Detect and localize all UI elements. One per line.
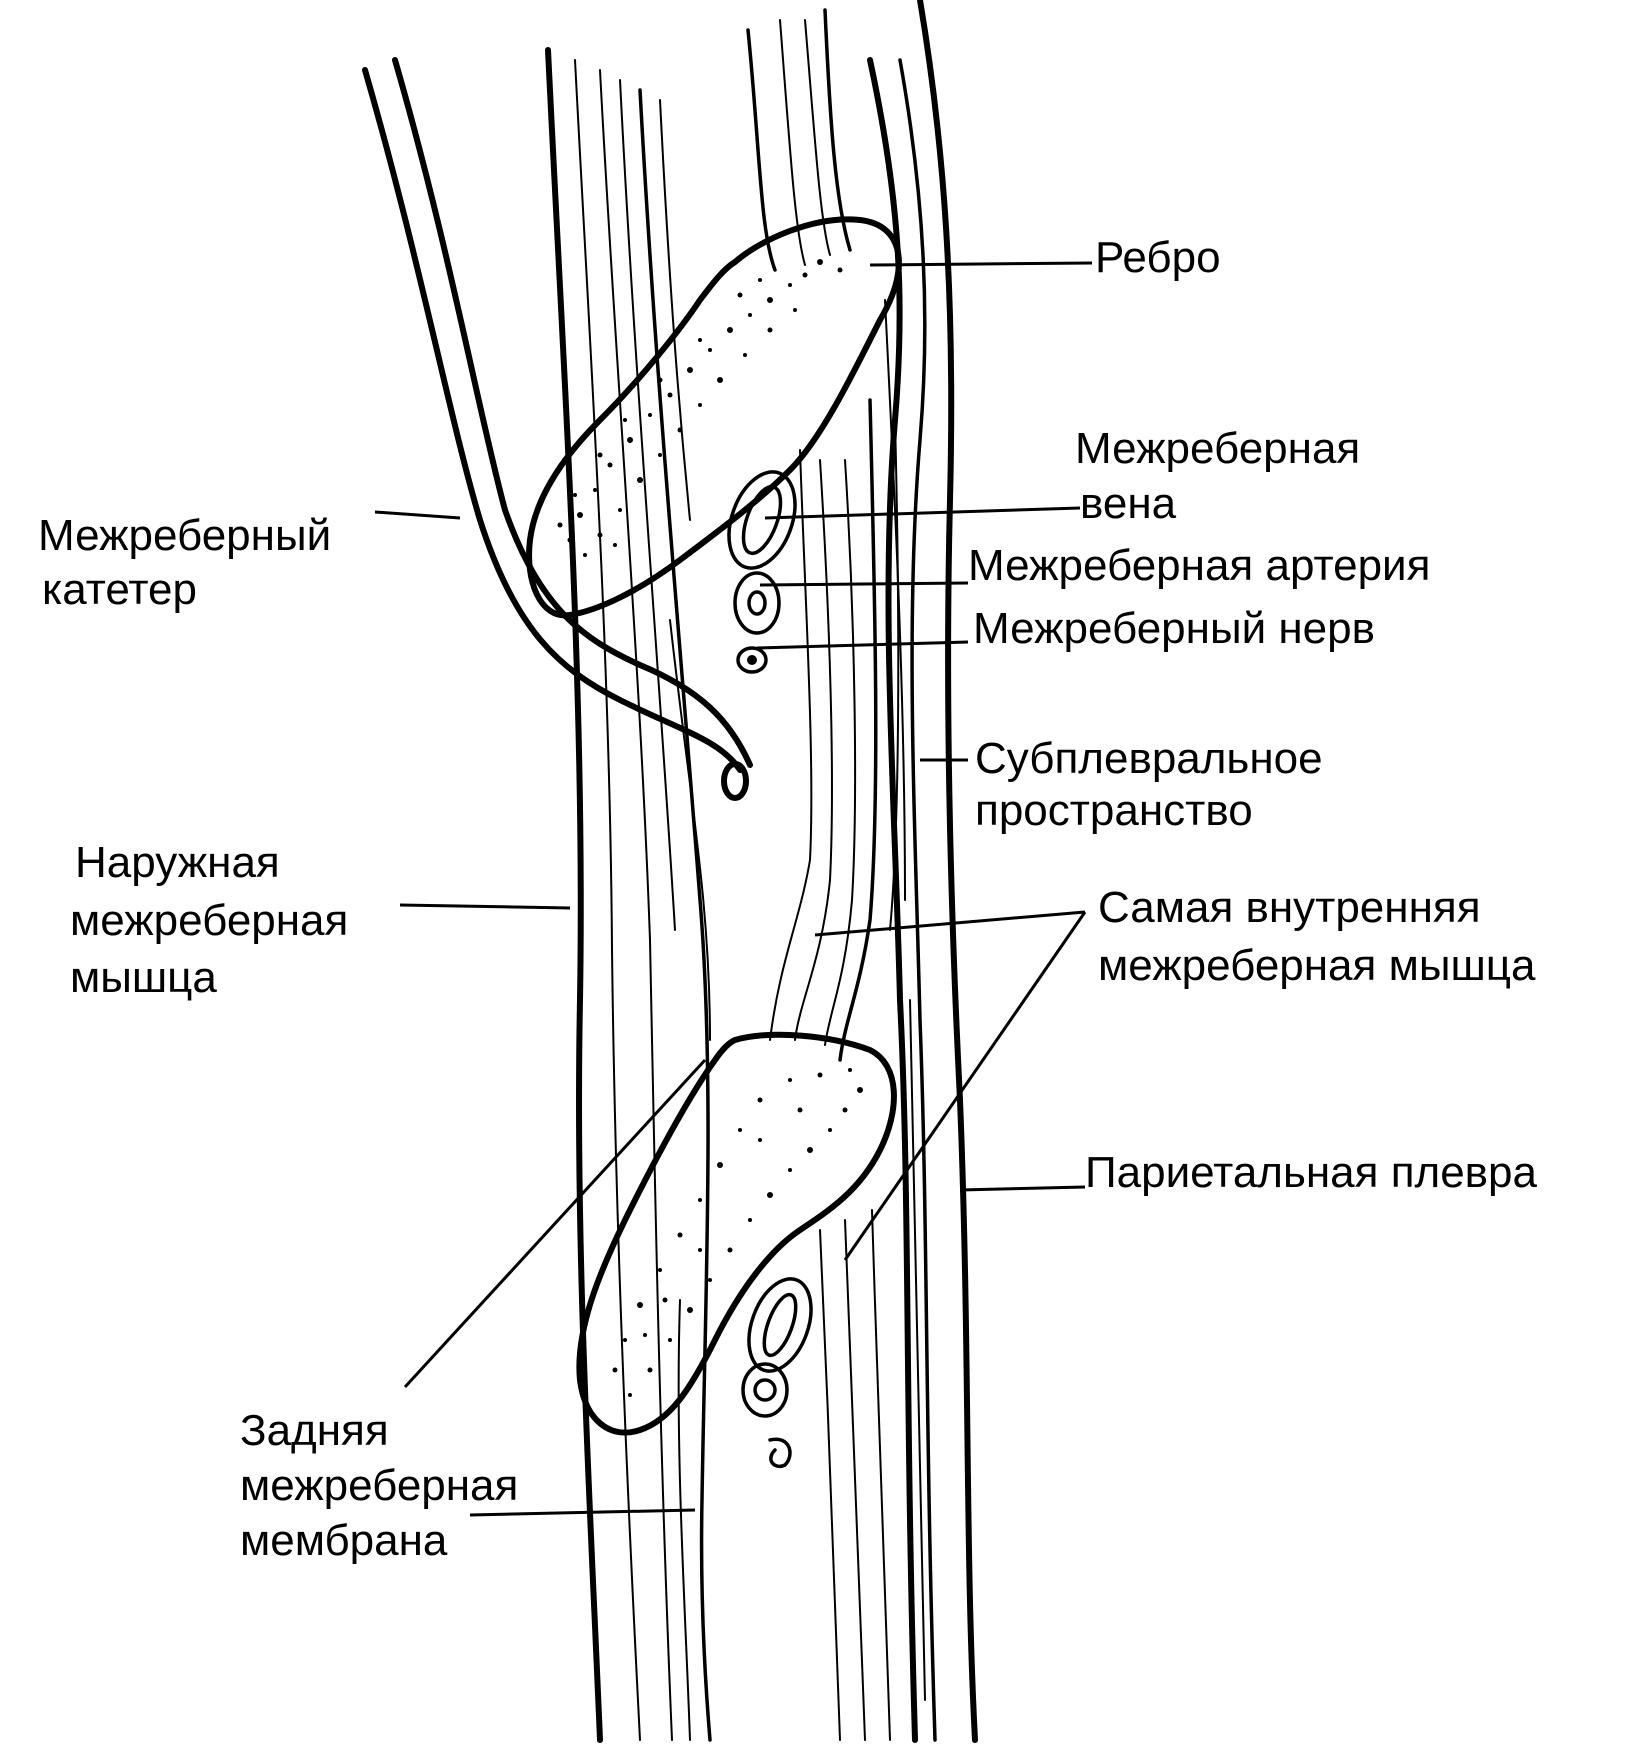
parietal-pleura [917,0,978,1743]
label-external-line1: Наружная [75,838,280,887]
label-catheter-line1: Межреберный [38,511,331,560]
label-nerve: Межреберный нерв [973,604,1375,653]
lower-neurovascular-bundle [741,1277,813,1468]
label-innermost-line1: Самая внутренняя [1098,883,1481,932]
label-membrane-line2: межреберная [240,1461,518,1510]
subpleural-space [867,57,937,1743]
rib-stipple [557,259,843,557]
label-vein-line2: вена [1080,479,1177,528]
leader-lines [374,261,1093,1517]
upper-rib [526,216,902,619]
label-membrane-line1: Задняя [240,1406,389,1455]
label-catheter-line2: катетер [42,565,197,614]
intercostal-catheter [362,57,753,801]
label-external-line2: межреберная [70,896,348,945]
intercostal-vein [727,470,797,570]
lower-rib [576,1031,897,1436]
rib-stipple [612,1068,863,1397]
label-membrane-line3: мембрана [240,1516,448,1565]
external-intercostal-muscle [545,47,712,1743]
label-subpleural-line1: Субплевральное [975,734,1323,783]
innermost-intercostal-muscle [746,8,900,1741]
label-rib: Ребро [1095,233,1221,282]
label-vein-line1: Межреберная [1075,424,1360,473]
label-artery: Межреберная артерия [968,541,1430,590]
intercostal-artery [733,571,781,635]
intercostal-nerve [736,646,768,674]
labels: Ребро Межреберная вена Межреберная артер… [38,233,1538,1565]
upper-neurovascular-bundle [727,470,797,674]
label-parietal-pleura: Париетальная плевра [1085,1148,1538,1197]
label-subpleural-line2: пространство [975,786,1253,835]
label-innermost-line2: межреберная мышца [1098,941,1536,990]
label-external-line3: мышца [70,953,217,1002]
